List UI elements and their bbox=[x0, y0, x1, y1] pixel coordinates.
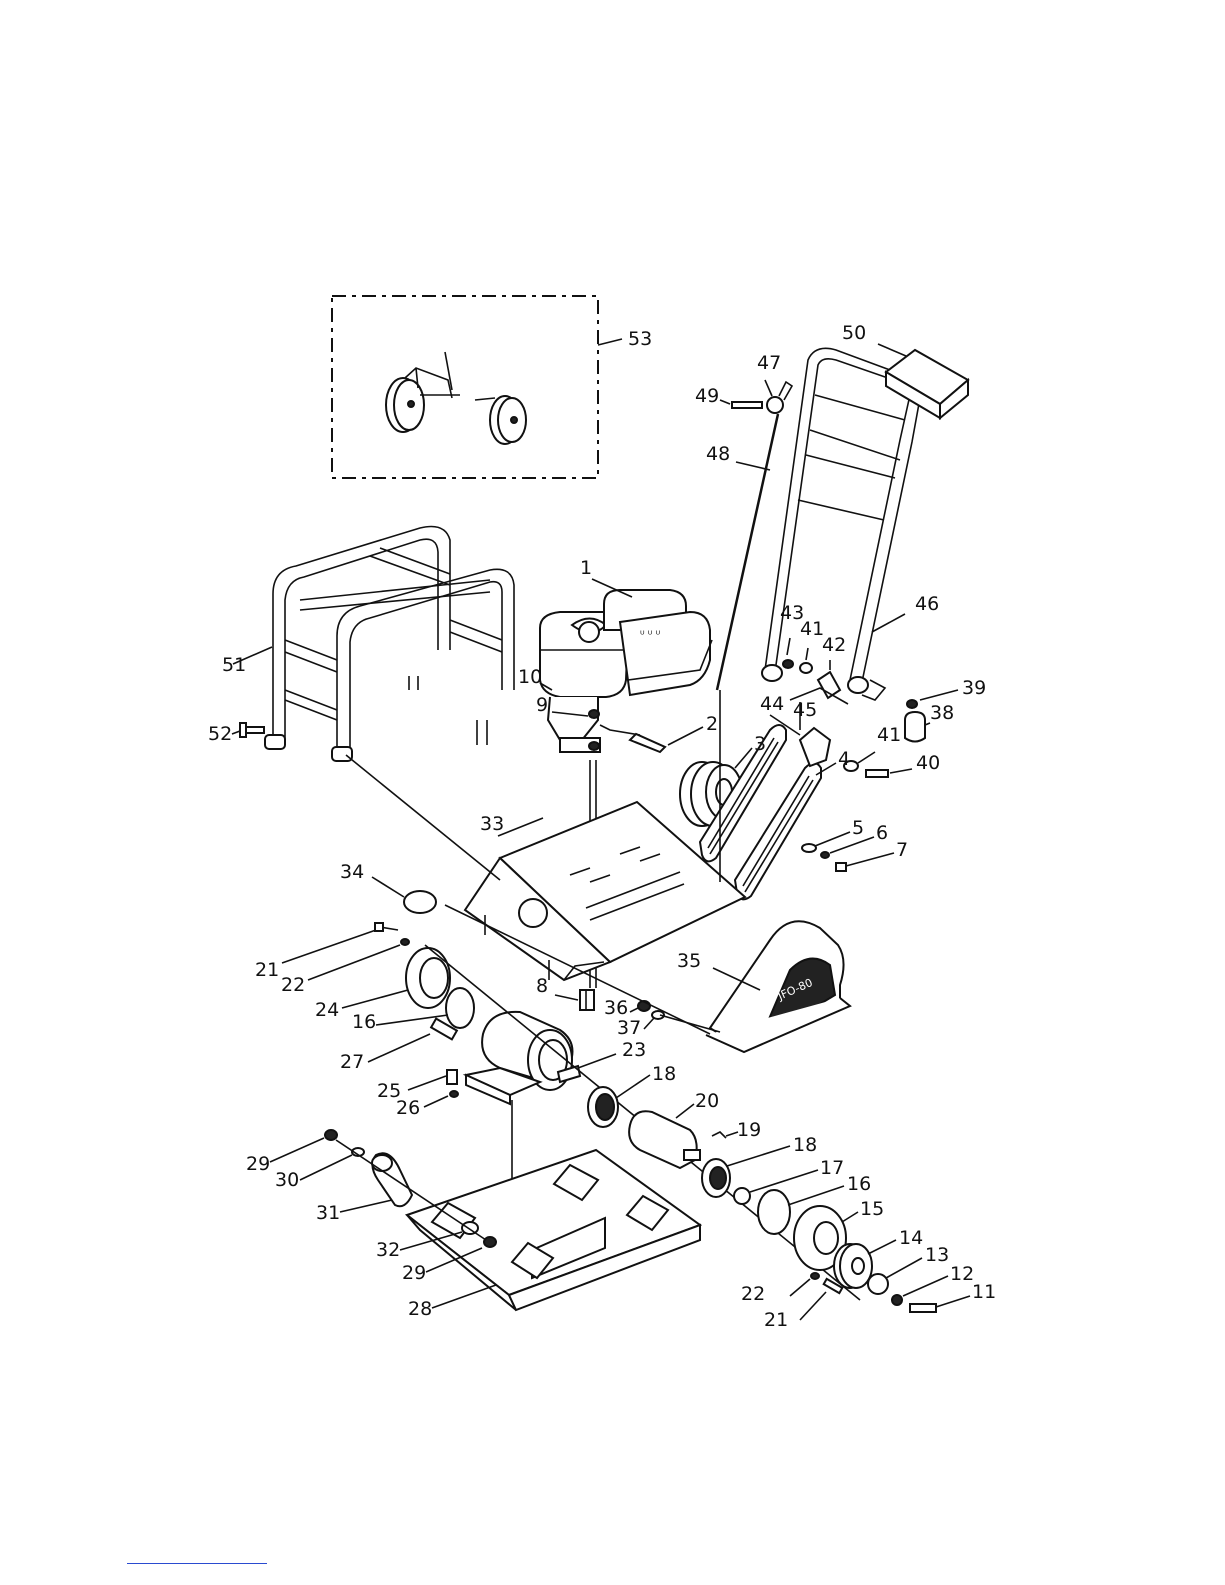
part-label-42: 42 bbox=[822, 634, 846, 656]
part-label-26: 26 bbox=[396, 1097, 420, 1119]
part-label-20: 20 bbox=[695, 1090, 719, 1112]
part-label-12: 12 bbox=[950, 1263, 974, 1285]
belt-guard: JFO-80 bbox=[706, 921, 850, 1052]
part-label-18: 18 bbox=[652, 1063, 676, 1085]
part-label-16: 16 bbox=[847, 1173, 871, 1195]
part-label-31: 31 bbox=[316, 1202, 340, 1224]
part-label-9: 9 bbox=[536, 694, 548, 716]
footer-link-underline bbox=[127, 1563, 267, 1564]
part-label-30: 30 bbox=[275, 1169, 299, 1191]
part-label-49: 49 bbox=[695, 385, 719, 407]
part-label-43: 43 bbox=[780, 602, 804, 624]
part-label-48: 48 bbox=[706, 443, 730, 465]
part-label-39: 39 bbox=[962, 677, 986, 699]
part-label-46: 46 bbox=[915, 593, 939, 615]
part-label-22b: 22 bbox=[741, 1283, 765, 1305]
base-frame bbox=[465, 802, 745, 980]
part-label-1: 1 bbox=[580, 557, 592, 579]
part-label-16b: 16 bbox=[352, 1011, 376, 1033]
part-label-4: 4 bbox=[838, 748, 850, 770]
part-label-28: 28 bbox=[408, 1298, 432, 1320]
part-label-23: 23 bbox=[622, 1039, 646, 1061]
part-label-22: 22 bbox=[281, 974, 305, 996]
part-label-35: 35 bbox=[677, 950, 701, 972]
part-label-40: 40 bbox=[916, 752, 940, 774]
part-label-34: 34 bbox=[340, 861, 364, 883]
part-label-13: 13 bbox=[925, 1244, 949, 1266]
engine: ᵁ ᵁ ᵁ bbox=[540, 579, 712, 752]
part-label-6: 6 bbox=[876, 822, 888, 844]
part-label-37: 37 bbox=[617, 1017, 641, 1039]
part-label-7: 7 bbox=[896, 839, 908, 861]
wheel-kit-inset bbox=[332, 296, 622, 478]
throttle-assembly bbox=[717, 380, 792, 690]
part-label-53: 53 bbox=[628, 328, 652, 350]
part-label-52: 52 bbox=[208, 723, 232, 745]
part-label-29b: 29 bbox=[402, 1262, 426, 1284]
part-label-50: 50 bbox=[842, 322, 866, 344]
part-label-21: 21 bbox=[255, 959, 279, 981]
part-label-10: 10 bbox=[518, 666, 542, 688]
part-label-24: 24 bbox=[315, 999, 339, 1021]
part-label-38: 38 bbox=[930, 702, 954, 724]
part-label-36: 36 bbox=[604, 997, 628, 1019]
plug-cap bbox=[372, 877, 436, 913]
part-label-14: 14 bbox=[899, 1227, 923, 1249]
part-label-45: 45 bbox=[793, 699, 817, 721]
part-label-11: 11 bbox=[972, 1281, 996, 1303]
part-label-33: 33 bbox=[480, 813, 504, 835]
handle-grip bbox=[878, 344, 968, 418]
part-label-15: 15 bbox=[860, 1198, 884, 1220]
part-label-51: 51 bbox=[222, 654, 246, 676]
base-plate bbox=[407, 1150, 700, 1310]
part-label-17: 17 bbox=[820, 1157, 844, 1179]
part-label-41b: 41 bbox=[877, 724, 901, 746]
part-label-5: 5 bbox=[852, 817, 864, 839]
frame-bolt bbox=[232, 723, 264, 737]
part-label-44: 44 bbox=[760, 693, 784, 715]
part-label-47: 47 bbox=[757, 352, 781, 374]
part-label-2: 2 bbox=[706, 713, 718, 735]
part-label-27: 27 bbox=[340, 1051, 364, 1073]
part-label-3: 3 bbox=[754, 733, 766, 755]
part-label-29: 29 bbox=[246, 1153, 270, 1175]
part-label-19: 19 bbox=[737, 1119, 761, 1141]
svg-text:ᵁ ᵁ ᵁ: ᵁ ᵁ ᵁ bbox=[640, 630, 661, 641]
part-label-32: 32 bbox=[376, 1239, 400, 1261]
protection-frame bbox=[233, 527, 514, 762]
part-label-18b: 18 bbox=[793, 1134, 817, 1156]
part-label-8: 8 bbox=[536, 975, 548, 997]
part-label-21b: 21 bbox=[764, 1309, 788, 1331]
